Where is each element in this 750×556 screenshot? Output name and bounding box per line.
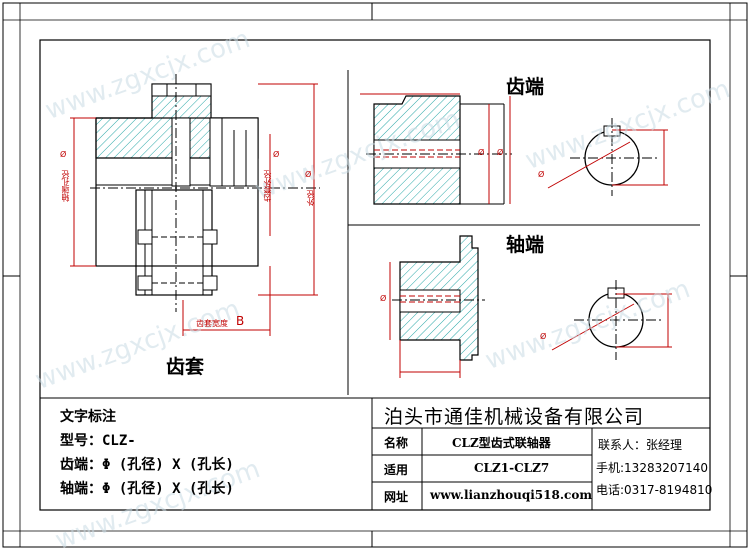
dim-phi: Ø — [478, 148, 485, 157]
dim-phi: Ø — [60, 150, 67, 159]
web-value: www.lianzhouqi518.com — [430, 488, 593, 502]
dim-label-outer: 外径 — [306, 190, 315, 206]
apply-value: CLZ1-CLZ7 — [474, 461, 550, 475]
apply-label: 适用 — [384, 463, 409, 477]
notes-title: 文字标注 — [60, 409, 116, 425]
dim-phi: Ø — [538, 170, 545, 179]
dim-b: B — [236, 314, 245, 328]
dim-phi: Ø — [497, 148, 504, 157]
company-name: 泊头市通佳机械设备有限公司 — [384, 406, 645, 428]
contact-mobile: 手机:13283207140 — [596, 461, 709, 475]
dim-label-gear-width: 齿套宽度 — [196, 319, 228, 328]
view-title-gear-end: 齿端 — [506, 76, 545, 98]
note-gear-end: 齿端：Φ (孔径) X (孔长) — [60, 457, 234, 473]
note-model: 型号：CLZ- — [60, 433, 136, 449]
name-value: CLZ型齿式联轴器 — [452, 436, 551, 450]
gear-sleeve-drawing — [70, 74, 320, 336]
dim-phi: Ø — [273, 150, 280, 159]
shaft-end-drawing — [389, 235, 672, 378]
view-title-gear-sleeve: 齿套 — [166, 356, 205, 378]
dim-label-sleeve-inner: 齿套外径 — [263, 170, 272, 202]
dim-label-shaft-hole: 轴端孔径 — [61, 170, 70, 202]
view-title-shaft-end: 轴端 — [506, 234, 545, 256]
name-label: 名称 — [384, 436, 409, 450]
dim-phi: Ø — [380, 294, 387, 303]
outer-frame — [2, 2, 748, 548]
dim-phi: Ø — [540, 332, 547, 341]
note-shaft-end: 轴端：Φ (孔径) X (孔长) — [60, 481, 234, 497]
inner-border — [39, 39, 711, 511]
contact-person: 联系人：张经理 — [598, 438, 683, 452]
web-label: 网址 — [384, 490, 409, 504]
contact-phone: 电话:0317-8194810 — [596, 483, 713, 497]
gear-end-drawing — [360, 93, 668, 205]
dim-phi: Ø — [305, 170, 312, 179]
